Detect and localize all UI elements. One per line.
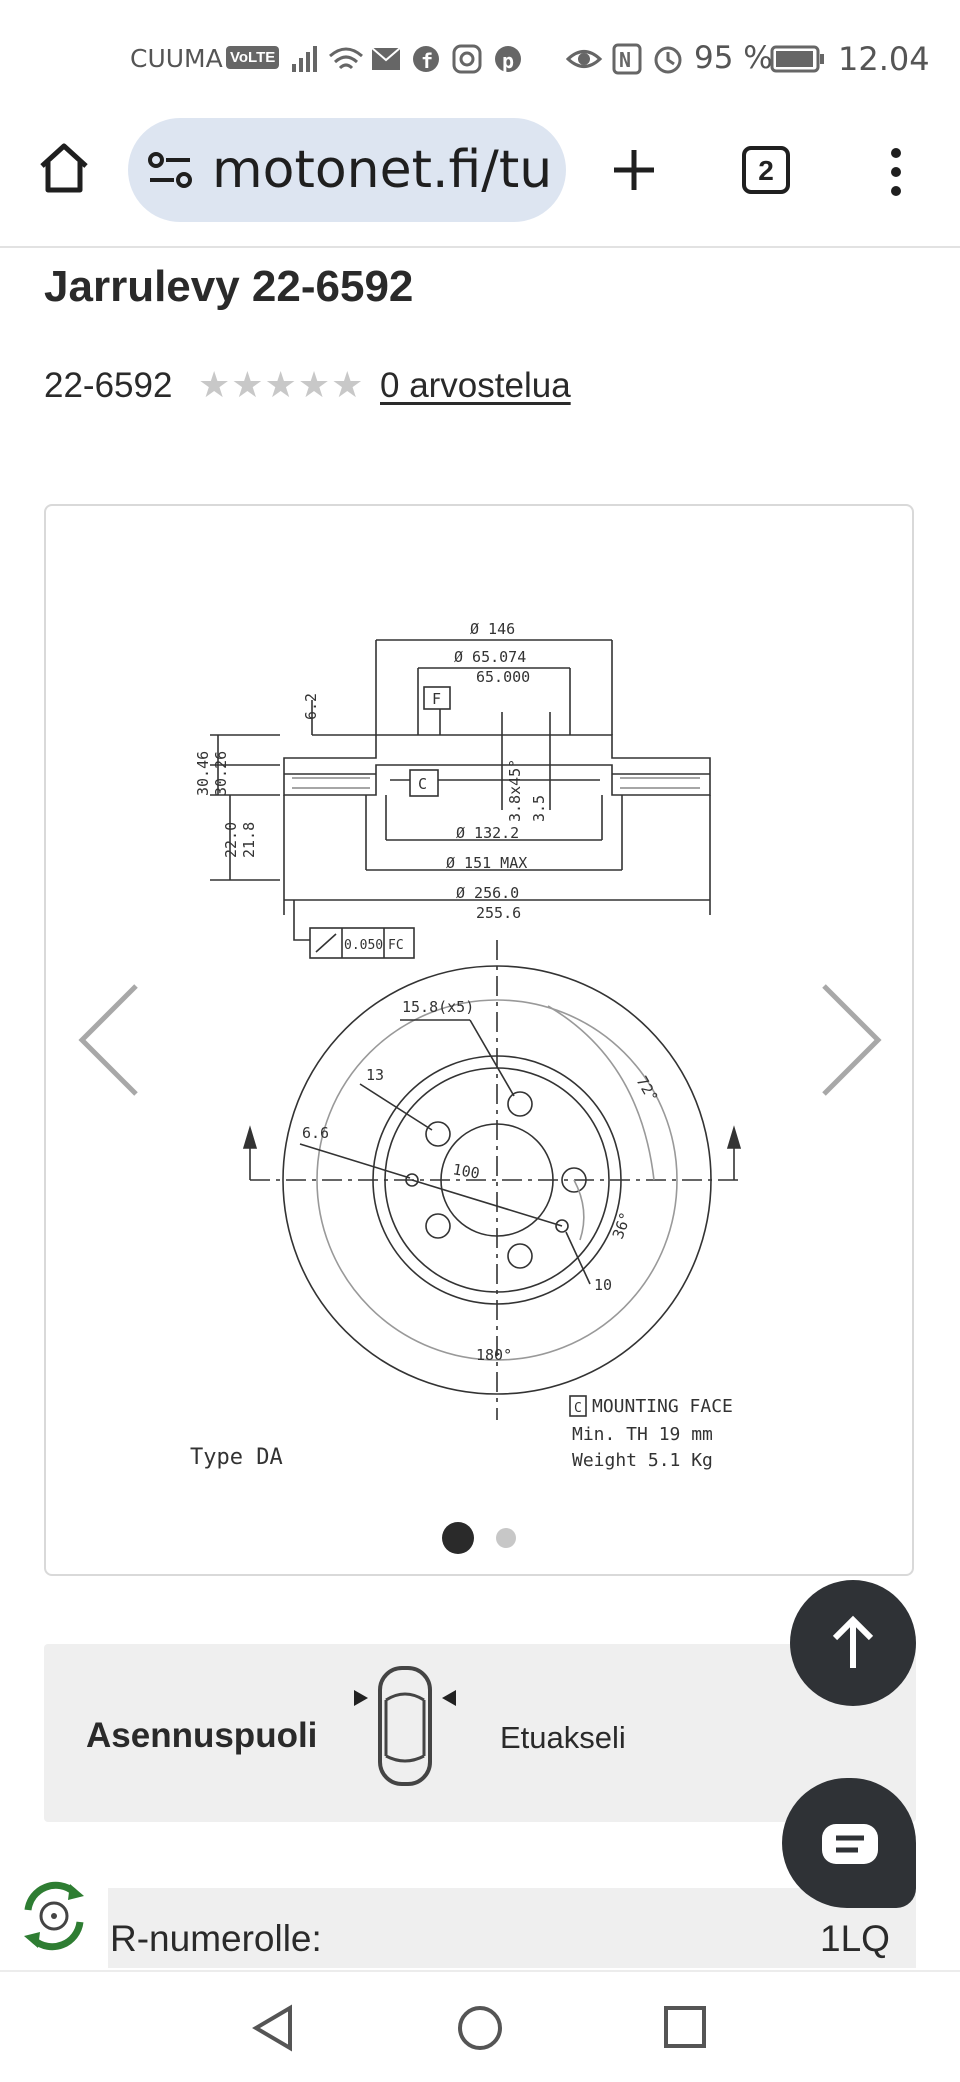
label-f: F	[432, 690, 441, 708]
reviews-link[interactable]: 0 arvostelua	[380, 366, 571, 405]
signal-icon	[292, 46, 317, 72]
mounting-face-c: C	[574, 1401, 582, 1416]
tab-count: 2	[758, 155, 774, 186]
r-number-value: 1LQ	[820, 1918, 890, 1959]
dim-256-0: Ø 256.0	[456, 884, 519, 902]
more-menu-icon[interactable]	[882, 146, 910, 198]
dim-30-26: 30.26	[212, 751, 230, 796]
chat-bubble-icon	[822, 1824, 878, 1864]
tolerance-ref: FC	[388, 938, 404, 953]
url-bar[interactable]	[128, 118, 566, 222]
r-number-label: R-numerolle:	[110, 1918, 322, 1959]
car-front-axle-icon	[354, 1666, 456, 1786]
rating-stars: ★★★★★	[198, 364, 365, 405]
dim-146: Ø 146	[470, 620, 515, 638]
arrow-up-icon	[832, 1615, 874, 1668]
dim-65-074: Ø 65.074	[454, 648, 526, 666]
alarm-icon	[654, 46, 682, 74]
dim-6-2: 6.2	[302, 693, 320, 720]
install-side-value: Etuakseli	[500, 1720, 626, 1755]
image-carousel	[44, 504, 914, 1576]
scroll-to-top-button[interactable]	[790, 1580, 916, 1706]
new-tab-icon[interactable]	[610, 146, 658, 194]
dim-180: 180°	[476, 1346, 512, 1364]
svg-text:f: f	[421, 49, 433, 73]
dim-65-000: 65.000	[476, 668, 530, 686]
svg-text:N: N	[619, 48, 631, 72]
home-icon[interactable]	[36, 140, 92, 196]
dim-255-6: 255.6	[476, 904, 521, 922]
carousel-dot-2[interactable]	[496, 1528, 516, 1548]
dim-13: 13	[366, 1066, 384, 1084]
product-title: Jarrulevy 22-6592	[44, 262, 414, 311]
status-icons: f p	[292, 44, 521, 74]
chat-button[interactable]	[782, 1778, 916, 1908]
dim-15-8: 15.8(x5)	[402, 998, 474, 1016]
svg-text:p: p	[502, 49, 514, 73]
dim-36: 36°	[609, 1210, 635, 1242]
mounting-face: MOUNTING FACE	[592, 1396, 733, 1417]
product-sku: 22-6592	[44, 366, 173, 405]
label-c: C	[418, 775, 427, 793]
dim-22-0: 22.0	[222, 822, 240, 858]
system-nav-bar	[0, 1970, 960, 2082]
recents-icon[interactable]	[662, 2004, 708, 2050]
dim-30-46: 30.46	[194, 751, 212, 796]
nfc-icon: N	[612, 43, 642, 75]
url-text[interactable]: motonet.fi/tu	[212, 140, 552, 200]
r-number-row	[108, 1888, 916, 1968]
tolerance-value: 0.050	[344, 938, 383, 953]
pinterest-icon: p	[495, 46, 521, 73]
eye-icon	[566, 50, 603, 68]
back-icon[interactable]	[250, 2004, 296, 2052]
dim-132-2: Ø 132.2	[456, 824, 519, 842]
battery-percent: 95 %	[694, 40, 773, 76]
volte-badge: VoLTE	[226, 46, 280, 69]
wifi-icon	[329, 47, 363, 70]
install-side-label: Asennuspuoli	[86, 1716, 318, 1755]
facebook-icon: f	[413, 46, 439, 73]
dim-10: 10	[594, 1276, 612, 1294]
status-bar: CUUMA VoLTE f p N 95 % 12.04	[0, 0, 960, 110]
dim-72: 72°	[633, 1073, 662, 1105]
prev-image-arrow-icon[interactable]	[74, 980, 144, 1100]
dim-21-8: 21.8	[240, 822, 258, 858]
tab-switcher-button[interactable]: 2	[742, 146, 790, 194]
dim-3-8x45: 3.8x45°	[506, 759, 524, 822]
battery-icon	[770, 45, 824, 73]
carousel-dot-1[interactable]	[442, 1522, 474, 1554]
toolbar-divider	[0, 246, 960, 248]
min-thickness: Min. TH 19 mm	[572, 1424, 713, 1445]
brake-disc-drawing: Ø 146 Ø 65.074 65.000 F C 6.2 30.46 30.2…	[190, 620, 744, 1471]
dim-3-5: 3.5	[530, 795, 548, 822]
home-nav-icon[interactable]	[456, 2004, 504, 2052]
clock: 12.04	[838, 40, 930, 78]
install-side-panel	[44, 1644, 916, 1822]
recycle-parts-icon[interactable]	[14, 1876, 94, 1956]
type-label: Type DA	[190, 1445, 283, 1470]
site-settings-icon[interactable]	[148, 150, 194, 190]
dim-6-6: 6.6	[302, 1124, 329, 1142]
next-image-arrow-icon[interactable]	[816, 980, 886, 1100]
carrier-label: CUUMA	[130, 44, 223, 73]
dim-100: 100	[451, 1160, 481, 1182]
instagram-icon	[452, 44, 482, 74]
dim-151: Ø 151 MAX	[446, 854, 527, 872]
status-icons-right: N	[566, 43, 682, 75]
weight: Weight 5.1 Kg	[572, 1450, 713, 1471]
mail-icon	[371, 47, 401, 70]
